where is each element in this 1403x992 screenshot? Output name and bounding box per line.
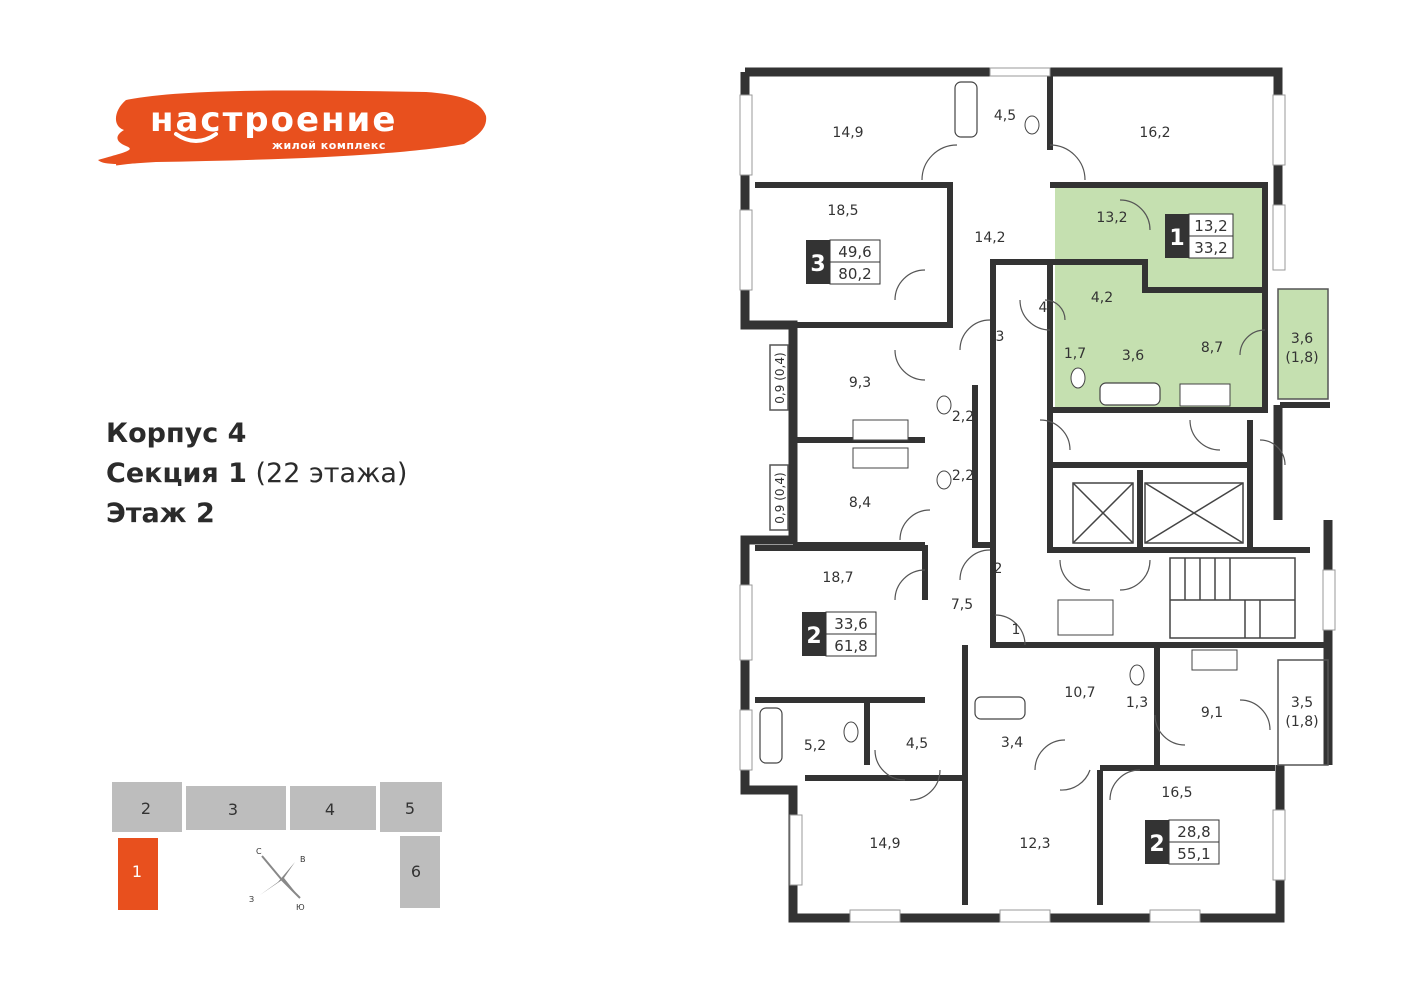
svg-text:З: З xyxy=(249,895,254,904)
badge-living: 13,2 xyxy=(1194,217,1227,235)
svg-text:5: 5 xyxy=(405,799,415,818)
room-area: 3,6 xyxy=(1122,348,1144,364)
highlighted-balcony xyxy=(1278,289,1328,399)
room-area: 2,2 xyxy=(952,468,974,484)
section-block-active xyxy=(118,838,158,910)
badge-total: 80,2 xyxy=(838,265,871,283)
svg-text:4: 4 xyxy=(325,800,335,819)
svg-text:1: 1 xyxy=(132,862,142,881)
room-area: 18,7 xyxy=(822,570,853,586)
room-area: 4,5 xyxy=(994,108,1016,124)
svg-text:Ю: Ю xyxy=(296,903,305,912)
apartment-badge: 3 49,6 80,2 xyxy=(806,239,881,285)
room-area: 3 xyxy=(996,329,1005,345)
badge-rooms: 2 xyxy=(806,624,821,649)
room-area: 0,9 (0,4) xyxy=(773,352,787,403)
room-area: 14,9 xyxy=(869,836,900,852)
badge-rooms: 1 xyxy=(1169,226,1184,251)
room-area: 1,7 xyxy=(1064,346,1086,362)
badge-total: 55,1 xyxy=(1177,845,1210,863)
section-map: 2 3 4 5 1 6 С В З Ю xyxy=(112,782,442,912)
room-area: (1,8) xyxy=(1285,714,1318,730)
room-area: 3,6 xyxy=(1291,331,1313,347)
apartment-badge: 2 28,8 55,1 xyxy=(1145,819,1220,865)
badge-rooms: 2 xyxy=(1149,832,1164,857)
room-area: 7,5 xyxy=(951,597,973,613)
room-area: 1,3 xyxy=(1126,695,1148,711)
room-area: (1,8) xyxy=(1285,350,1318,366)
room-area: 1 xyxy=(1012,622,1021,638)
room-area: 9,1 xyxy=(1201,705,1223,721)
logo-subtitle: жилой комплекс xyxy=(272,139,386,152)
apartment-badge: 2 33,6 61,8 xyxy=(802,611,877,657)
apartment-badge: 1 13,2 33,2 xyxy=(1165,213,1234,259)
room-area: 2 xyxy=(994,561,1003,577)
badge-total: 33,2 xyxy=(1194,239,1227,257)
svg-text:2: 2 xyxy=(141,799,151,818)
badge-rooms: 3 xyxy=(810,252,825,277)
room-area: 14,9 xyxy=(832,125,863,141)
badge-living: 28,8 xyxy=(1177,823,1210,841)
room-area: 4 xyxy=(1039,300,1048,316)
room-area: 12,3 xyxy=(1019,836,1050,852)
brand-logo xyxy=(98,90,487,166)
section-block xyxy=(290,786,376,830)
room-area: 3,5 xyxy=(1291,695,1313,711)
room-area: 14,2 xyxy=(974,230,1005,246)
building-label: Корпус 4 xyxy=(106,418,247,449)
room-area: 16,5 xyxy=(1161,785,1192,801)
badge-living: 49,6 xyxy=(838,243,871,261)
room-area: 4,5 xyxy=(906,736,928,752)
room-area: 4,2 xyxy=(1091,290,1113,306)
svg-text:6: 6 xyxy=(411,862,421,881)
svg-text:В: В xyxy=(300,855,306,864)
room-area: 5,2 xyxy=(804,738,826,754)
room-area: 16,2 xyxy=(1139,125,1170,141)
logo-title: настроение xyxy=(150,100,398,140)
room-area: 10,7 xyxy=(1064,685,1095,701)
compass-icon xyxy=(260,862,300,898)
section-label: Секция 1 (22 этажа) xyxy=(106,458,408,489)
floor-label: Этаж 2 xyxy=(106,498,215,529)
room-area: 13,2 xyxy=(1096,210,1127,226)
room-area: 2,2 xyxy=(952,409,974,425)
room-area: 9,3 xyxy=(849,375,871,391)
room-area: 0,9 (0,4) xyxy=(773,472,787,523)
room-area: 8,4 xyxy=(849,495,871,511)
badge-total: 61,8 xyxy=(834,637,867,655)
svg-text:3: 3 xyxy=(228,800,238,819)
room-area: 18,5 xyxy=(827,203,858,219)
section-block xyxy=(380,782,442,832)
section-block xyxy=(112,782,182,832)
room-area: 8,7 xyxy=(1201,340,1223,356)
room-area: 3,4 xyxy=(1001,735,1023,751)
svg-text:С: С xyxy=(256,847,262,856)
section-block xyxy=(400,836,440,908)
badge-living: 33,6 xyxy=(834,615,867,633)
section-block xyxy=(186,786,286,830)
